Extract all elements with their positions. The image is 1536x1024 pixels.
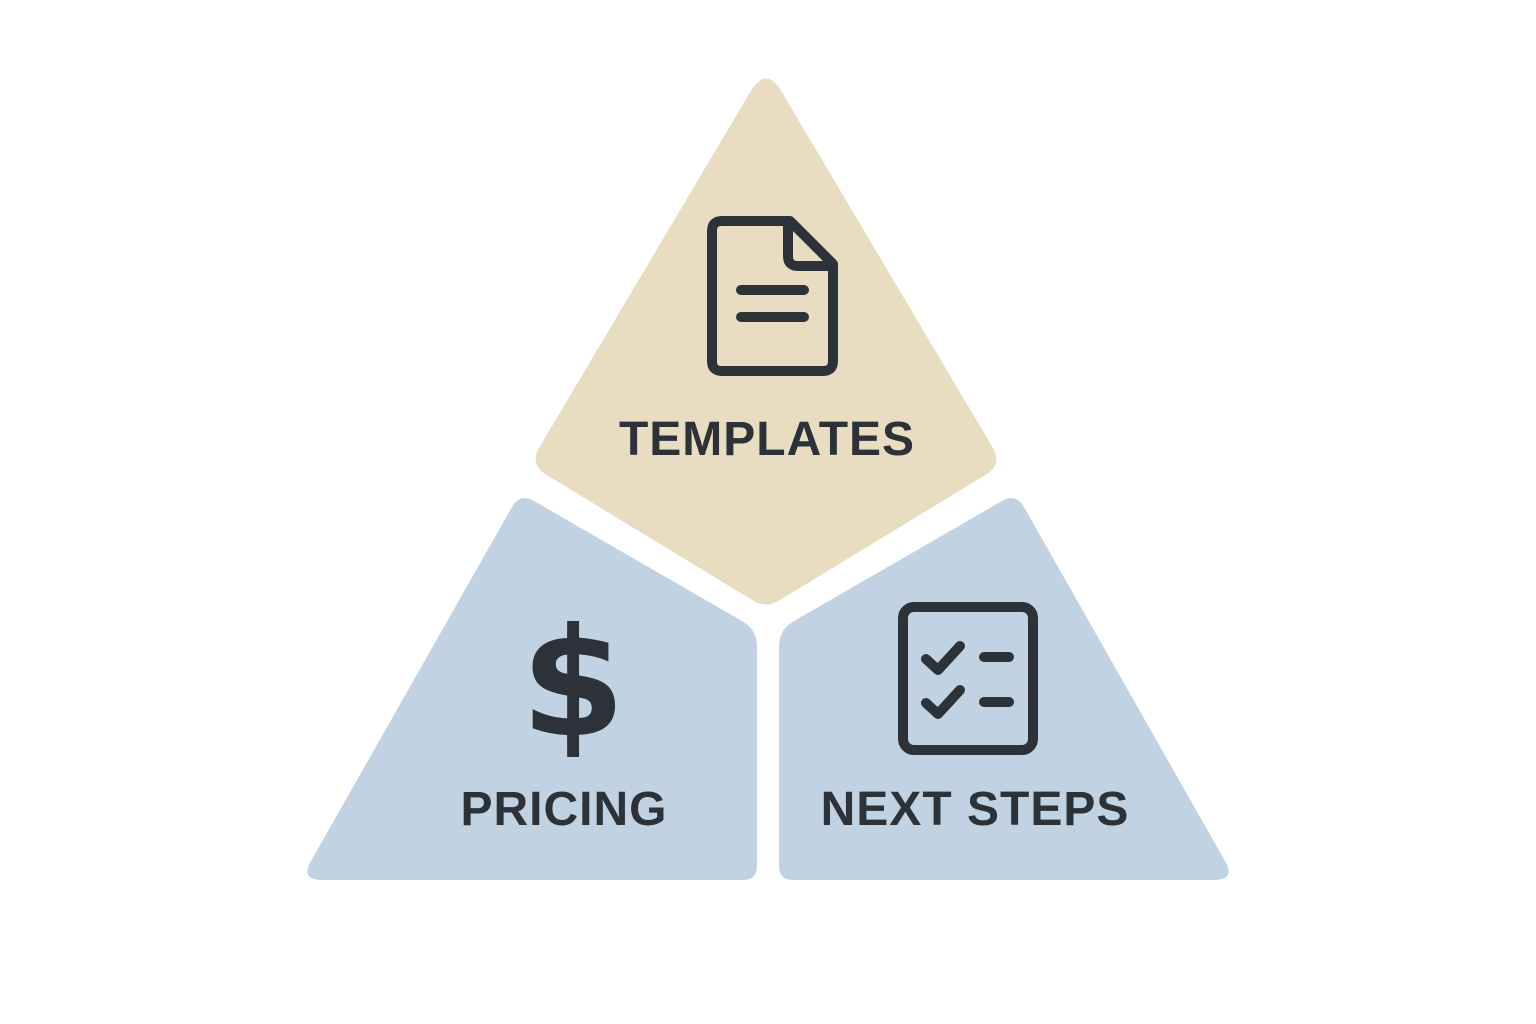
document-icon xyxy=(707,216,838,376)
segment-templates: TEMPLATES xyxy=(535,78,997,605)
segment-next-steps-shape xyxy=(779,498,1229,880)
segment-templates-shape xyxy=(535,78,997,605)
segment-next-steps: NEXT STEPS xyxy=(779,498,1229,880)
segment-label-next-steps: NEXT STEPS xyxy=(821,783,1130,836)
dollar-sign-icon: $ xyxy=(521,597,625,771)
segment-label-pricing: PRICING xyxy=(460,783,667,836)
checklist-icon xyxy=(898,602,1038,755)
segment-pricing-shape xyxy=(307,498,757,880)
segment-pricing: $ PRICING xyxy=(307,498,757,880)
segment-label-templates: TEMPLATES xyxy=(619,413,915,466)
